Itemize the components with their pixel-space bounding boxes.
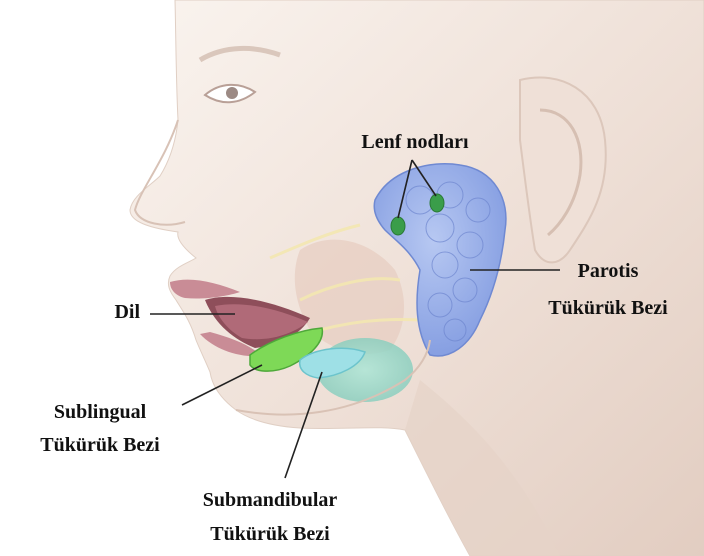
- lymph-node-lower: [391, 217, 405, 235]
- label-parotid-line2: Tükürük Bezi: [518, 296, 698, 320]
- label-parotid-line1: Parotis: [518, 259, 698, 283]
- label-lymph-nodes: Lenf nodları: [325, 130, 505, 154]
- label-sublingual-line2: Tükürük Bezi: [10, 433, 190, 457]
- lymph-node-upper: [430, 194, 444, 212]
- label-sublingual-line1: Sublingual: [10, 400, 190, 424]
- label-tongue: Dil: [40, 300, 140, 324]
- label-submandibular-line1: Submandibular: [160, 488, 380, 512]
- label-submandibular-line2: Tükürük Bezi: [160, 522, 380, 546]
- eye-iris: [226, 87, 238, 99]
